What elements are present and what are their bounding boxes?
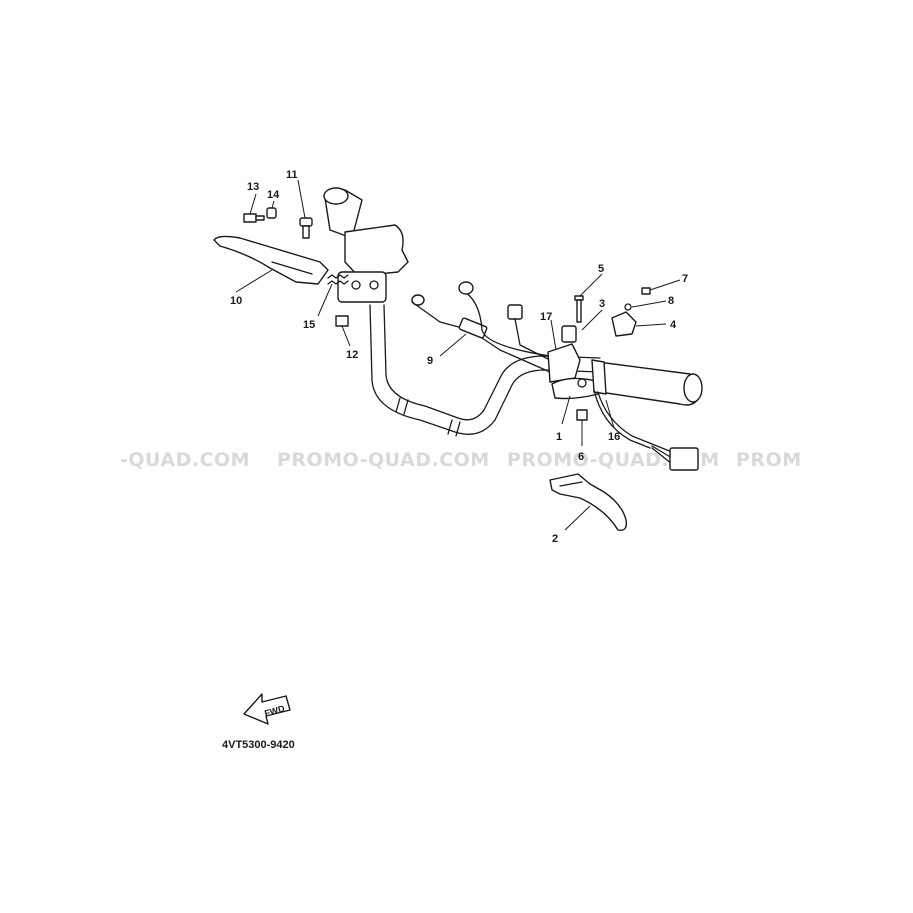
watermark-text-2: PROMO-QUAD.COM: [277, 449, 490, 471]
callout-11: 11: [286, 169, 298, 181]
callout-6: 6: [578, 451, 584, 463]
forward-arrow-icon: FWD: [243, 693, 291, 725]
callout-8: 8: [668, 295, 674, 307]
watermark-text-1: -QUAD.COM: [120, 449, 250, 471]
callout-13: 13: [247, 181, 259, 193]
right-control-assembly: [547, 287, 651, 421]
callout-4: 4: [670, 319, 677, 331]
callout-7: 7: [682, 273, 688, 285]
callout-17: 17: [540, 311, 552, 323]
right-grip: [591, 359, 703, 406]
switch-wiring: [593, 389, 699, 471]
callout-2: 2: [552, 533, 558, 545]
watermark-band: -QUAD.COM PROMO-QUAD.COM PROMO-QUAD.COM …: [120, 449, 802, 471]
callout-1: 1: [556, 431, 562, 443]
brake-lever: [549, 473, 628, 531]
callout-10: 10: [230, 295, 242, 307]
callout-16: 16: [608, 431, 620, 443]
throttle-cable: [411, 281, 551, 373]
left-hardware: [243, 207, 349, 327]
callout-labels: 1 2 3 4 5 6 7 8 9 10 11 12 13 14 15 16 1…: [230, 169, 688, 545]
callout-5: 5: [598, 263, 604, 275]
callout-15: 15: [303, 319, 315, 331]
part-code: 4VT5300-9420: [222, 739, 295, 751]
handlebar: [369, 304, 601, 437]
callout-12: 12: [346, 349, 358, 361]
callout-14: 14: [267, 189, 280, 201]
watermark-text-4: PROM: [736, 449, 802, 471]
callout-3: 3: [599, 298, 605, 310]
callout-9: 9: [427, 355, 433, 367]
left-grip-assembly: [213, 187, 409, 303]
leader-lines: [235, 179, 681, 531]
